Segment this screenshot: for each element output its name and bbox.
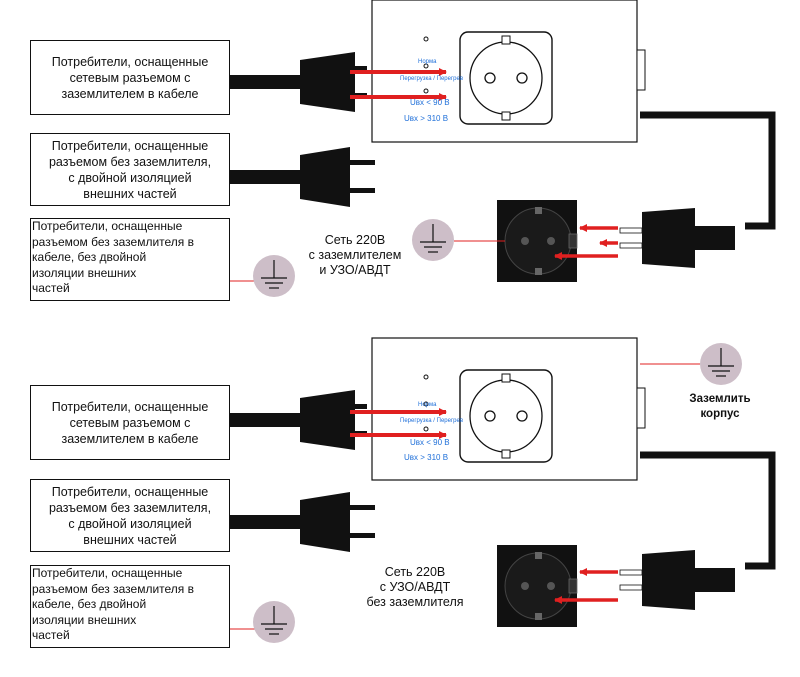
- bottom-box3-line2: разъемом без заземлителя в: [32, 581, 194, 596]
- top-box3-line3: кабеле, без двойной: [32, 250, 147, 264]
- top-box2-line4: внешних частей: [83, 186, 177, 201]
- bottom-box3-line5: частей: [32, 628, 70, 642]
- ground-case-label: Заземлить корпус: [680, 392, 760, 422]
- top-box2-line3: с двойной изоляцией: [68, 170, 192, 185]
- top-box1-line2: сетевым разъемом с: [69, 70, 191, 85]
- top-consumer-no-ground-box: Потребители, оснащенные разъемом без заз…: [30, 218, 230, 301]
- bottom-network-label: Сеть 220В с УЗО/АВДТ без заземлителя: [360, 565, 470, 610]
- top-box3-line1: Потребители, оснащенные: [32, 219, 183, 233]
- bottom-box1-line2: сетевым разъемом с: [69, 415, 191, 430]
- top-consumer-grounded-box: Потребители, оснащенные сетевым разъемом…: [30, 40, 230, 115]
- top-box1-line1: Потребители, оснащенные: [51, 54, 209, 69]
- bottom-indicator-low: Uвх < 90 В: [410, 438, 450, 447]
- top-network-label: Сеть 220В с заземлителем и УЗО/АВДТ: [300, 233, 410, 278]
- bottom-box3-line4: изоляции внешних: [32, 612, 137, 627]
- top-network-line2: с заземлителем: [308, 248, 402, 262]
- bottom-box3-line1: Потребители, оснащенные: [32, 566, 183, 580]
- top-network-line3: и УЗО/АВДТ: [319, 263, 391, 277]
- bottom-box2-line3: с двойной изоляцией: [68, 516, 192, 531]
- top-box1-line3: заземлителем в кабеле: [61, 86, 199, 101]
- top-box3-line4: изоляции внешних: [32, 265, 137, 280]
- ground-case-line2: корпус: [700, 408, 740, 420]
- bottom-box2-line4: внешних частей: [83, 532, 177, 547]
- bottom-indicator-high: Uвх > 310 В: [404, 453, 449, 462]
- top-box2-line2: разъемом без заземлителя,: [48, 154, 212, 169]
- bottom-box1-line1: Потребители, оснащенные: [51, 399, 209, 414]
- ground-case-line1: Заземлить: [689, 393, 751, 405]
- bottom-indicator-norm: Норма: [418, 402, 437, 408]
- bottom-consumer-grounded-box: Потребители, оснащенные сетевым разъемом…: [30, 385, 230, 460]
- top-indicator-overload: Перегрузка / Перегрев: [400, 76, 463, 82]
- bottom-network-line3: без заземлителя: [366, 595, 464, 609]
- bottom-box1-line3: заземлителем в кабеле: [61, 431, 199, 446]
- bottom-network-line2: с УЗО/АВДТ: [379, 580, 451, 594]
- bottom-consumer-no-ground-box: Потребители, оснащенные разъемом без заз…: [30, 565, 230, 648]
- bottom-network-line1: Сеть 220В: [384, 565, 446, 579]
- bottom-box2-line2: разъемом без заземлителя,: [48, 500, 212, 515]
- top-consumer-double-insulation-box: Потребители, оснащенные разъемом без заз…: [30, 133, 230, 206]
- top-indicator-high: Uвх > 310 В: [404, 114, 449, 123]
- top-box3-line5: частей: [32, 281, 70, 295]
- bottom-box3-line3: кабеле, без двойной: [32, 597, 147, 611]
- top-box2-line1: Потребители, оснащенные: [51, 138, 209, 153]
- top-box3-line2: разъемом без заземлителя в: [32, 234, 194, 249]
- bottom-box2-line1: Потребители, оснащенные: [51, 484, 209, 499]
- bottom-consumer-double-insulation-box: Потребители, оснащенные разъемом без заз…: [30, 479, 230, 552]
- top-indicator-norm: Норма: [418, 59, 437, 65]
- top-network-line1: Сеть 220В: [324, 233, 386, 247]
- top-indicator-low: Uвх < 90 В: [410, 98, 450, 107]
- bottom-indicator-overload: Перегрузка / Перегрев: [400, 418, 463, 424]
